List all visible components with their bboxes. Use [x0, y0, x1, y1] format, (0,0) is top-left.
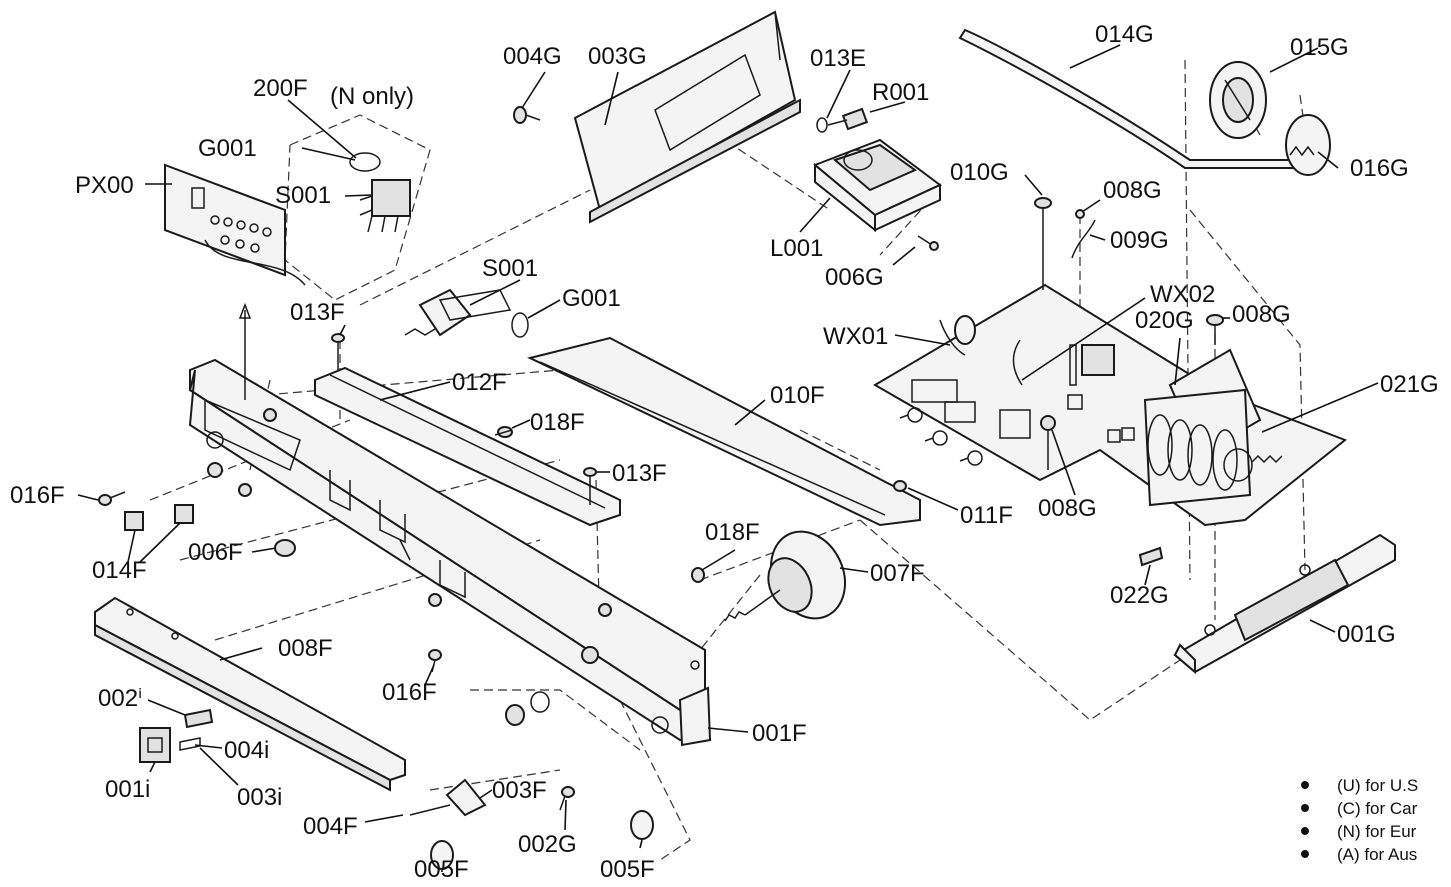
label-003f: 003F [492, 777, 547, 804]
screw-006g [917, 235, 939, 251]
label-s001-top: S001 [275, 182, 331, 209]
screw-010g [1034, 197, 1052, 290]
label-014f: 014F [92, 557, 147, 584]
label-l001: L001 [770, 235, 823, 262]
label-016f-bottom: 016F [382, 679, 437, 706]
switch-s001-n-only [349, 152, 411, 233]
screw-008g-right [1206, 314, 1224, 345]
label-001f: 001F [752, 720, 807, 747]
label-012f: 012F [452, 369, 507, 396]
bracket-003f [409, 778, 487, 817]
label-005f-left: 005F [414, 856, 469, 883]
screw-002g [559, 786, 575, 811]
note-a: (A) for Aus [1337, 845, 1417, 864]
label-013f-top: 013F [290, 299, 345, 326]
label-013f-mid: 013F [612, 460, 667, 487]
ring-g001 [511, 312, 529, 338]
label-005f-right: 005F [600, 856, 655, 883]
label-006g: 006G [825, 264, 884, 291]
bracket-001g [1173, 533, 1396, 675]
label-010f: 010F [770, 382, 825, 409]
cap-014f [124, 504, 194, 531]
bar-010f [527, 336, 921, 527]
knob-016g [1285, 114, 1331, 176]
tuner-block-020g [1107, 348, 1283, 507]
label-016g: 016G [1350, 155, 1409, 182]
note-u: (U) for U.S [1337, 776, 1418, 795]
label-200f: 200F [253, 75, 308, 102]
note-n: (N) for Eur [1337, 822, 1417, 841]
screw-008g-bottom [1040, 415, 1056, 470]
flywheel-007f [724, 530, 846, 622]
leader-lines [77, 44, 1379, 872]
label-014g: 014G [1095, 21, 1154, 48]
label-001g: 001G [1337, 621, 1396, 648]
label-004g: 004G [503, 43, 562, 70]
label-010g: 010G [950, 159, 1009, 186]
label-s001-mid: S001 [482, 255, 538, 282]
label-018f-bottom: 018F [705, 519, 760, 546]
label-021g: 021G [1380, 371, 1439, 398]
label-wx02: WX02 [1150, 281, 1215, 308]
foot-006f [274, 539, 296, 557]
screw-016f-bottom [428, 649, 442, 673]
label-002i: 002ⁱ [98, 685, 142, 712]
label-003i: 003i [237, 784, 282, 811]
part-labels: 200F (N only) G001 S001 PX00 004G 003G 0… [10, 21, 1439, 883]
rail-008f [94, 596, 406, 792]
label-002g: 002G [518, 831, 577, 858]
washers [505, 691, 550, 726]
label-008g-top: 008G [1103, 177, 1162, 204]
note-c: (C) for Car [1337, 799, 1418, 818]
switch-s001 [404, 288, 512, 337]
label-g001-mid: G001 [562, 285, 621, 312]
label-r001: R001 [872, 79, 929, 106]
bracket-003g [573, 10, 801, 224]
label-001i: 001i [105, 776, 150, 803]
screw-016f-left [98, 491, 126, 506]
pin-013f-top [331, 333, 345, 370]
pin-013f-mid [583, 467, 597, 505]
bar-012f [314, 366, 621, 527]
label-004i: 004i [224, 737, 269, 764]
label-016f-left: 016F [10, 482, 65, 509]
foot-005f-right [630, 810, 654, 840]
screw-004g [513, 106, 541, 124]
label-006f: 006F [188, 539, 243, 566]
clip-022g [1138, 546, 1164, 567]
label-013e: 013E [810, 45, 866, 72]
label-018f-top: 018F [530, 409, 585, 436]
part-003i [179, 737, 201, 751]
label-015g: 015G [1290, 34, 1349, 61]
px00-board [164, 163, 306, 286]
bracket-001f [651, 686, 712, 747]
label-008g-bottom: 008G [1038, 495, 1097, 522]
label-008f: 008F [278, 635, 333, 662]
part-002i [183, 708, 214, 729]
label-004f: 004F [303, 813, 358, 840]
label-g001-top: G001 [198, 135, 257, 162]
resistor-r001 [816, 107, 869, 133]
label-022g: 022G [1110, 582, 1169, 609]
label-020g: 020G [1135, 307, 1194, 334]
screw-011f [893, 480, 907, 492]
region-notes: (U) for U.S (C) for Car (N) for Eur (A) … [1301, 776, 1418, 864]
screw-018f-top [494, 426, 513, 438]
label-009g: 009G [1110, 227, 1169, 254]
clip-009g [1071, 219, 1096, 259]
label-n-only: (N only) [330, 83, 414, 110]
label-003g: 003G [588, 43, 647, 70]
label-008g-right: 008G [1232, 301, 1291, 328]
jack-001i [139, 727, 171, 763]
label-wx01: WX01 [823, 323, 888, 350]
label-px00: PX00 [75, 172, 134, 199]
pulley-015g [1209, 61, 1267, 139]
transformer-l001 [813, 138, 942, 233]
label-007f: 007F [870, 560, 925, 587]
label-011f: 011F [960, 502, 1013, 529]
screw-018f-bottom [691, 567, 705, 583]
